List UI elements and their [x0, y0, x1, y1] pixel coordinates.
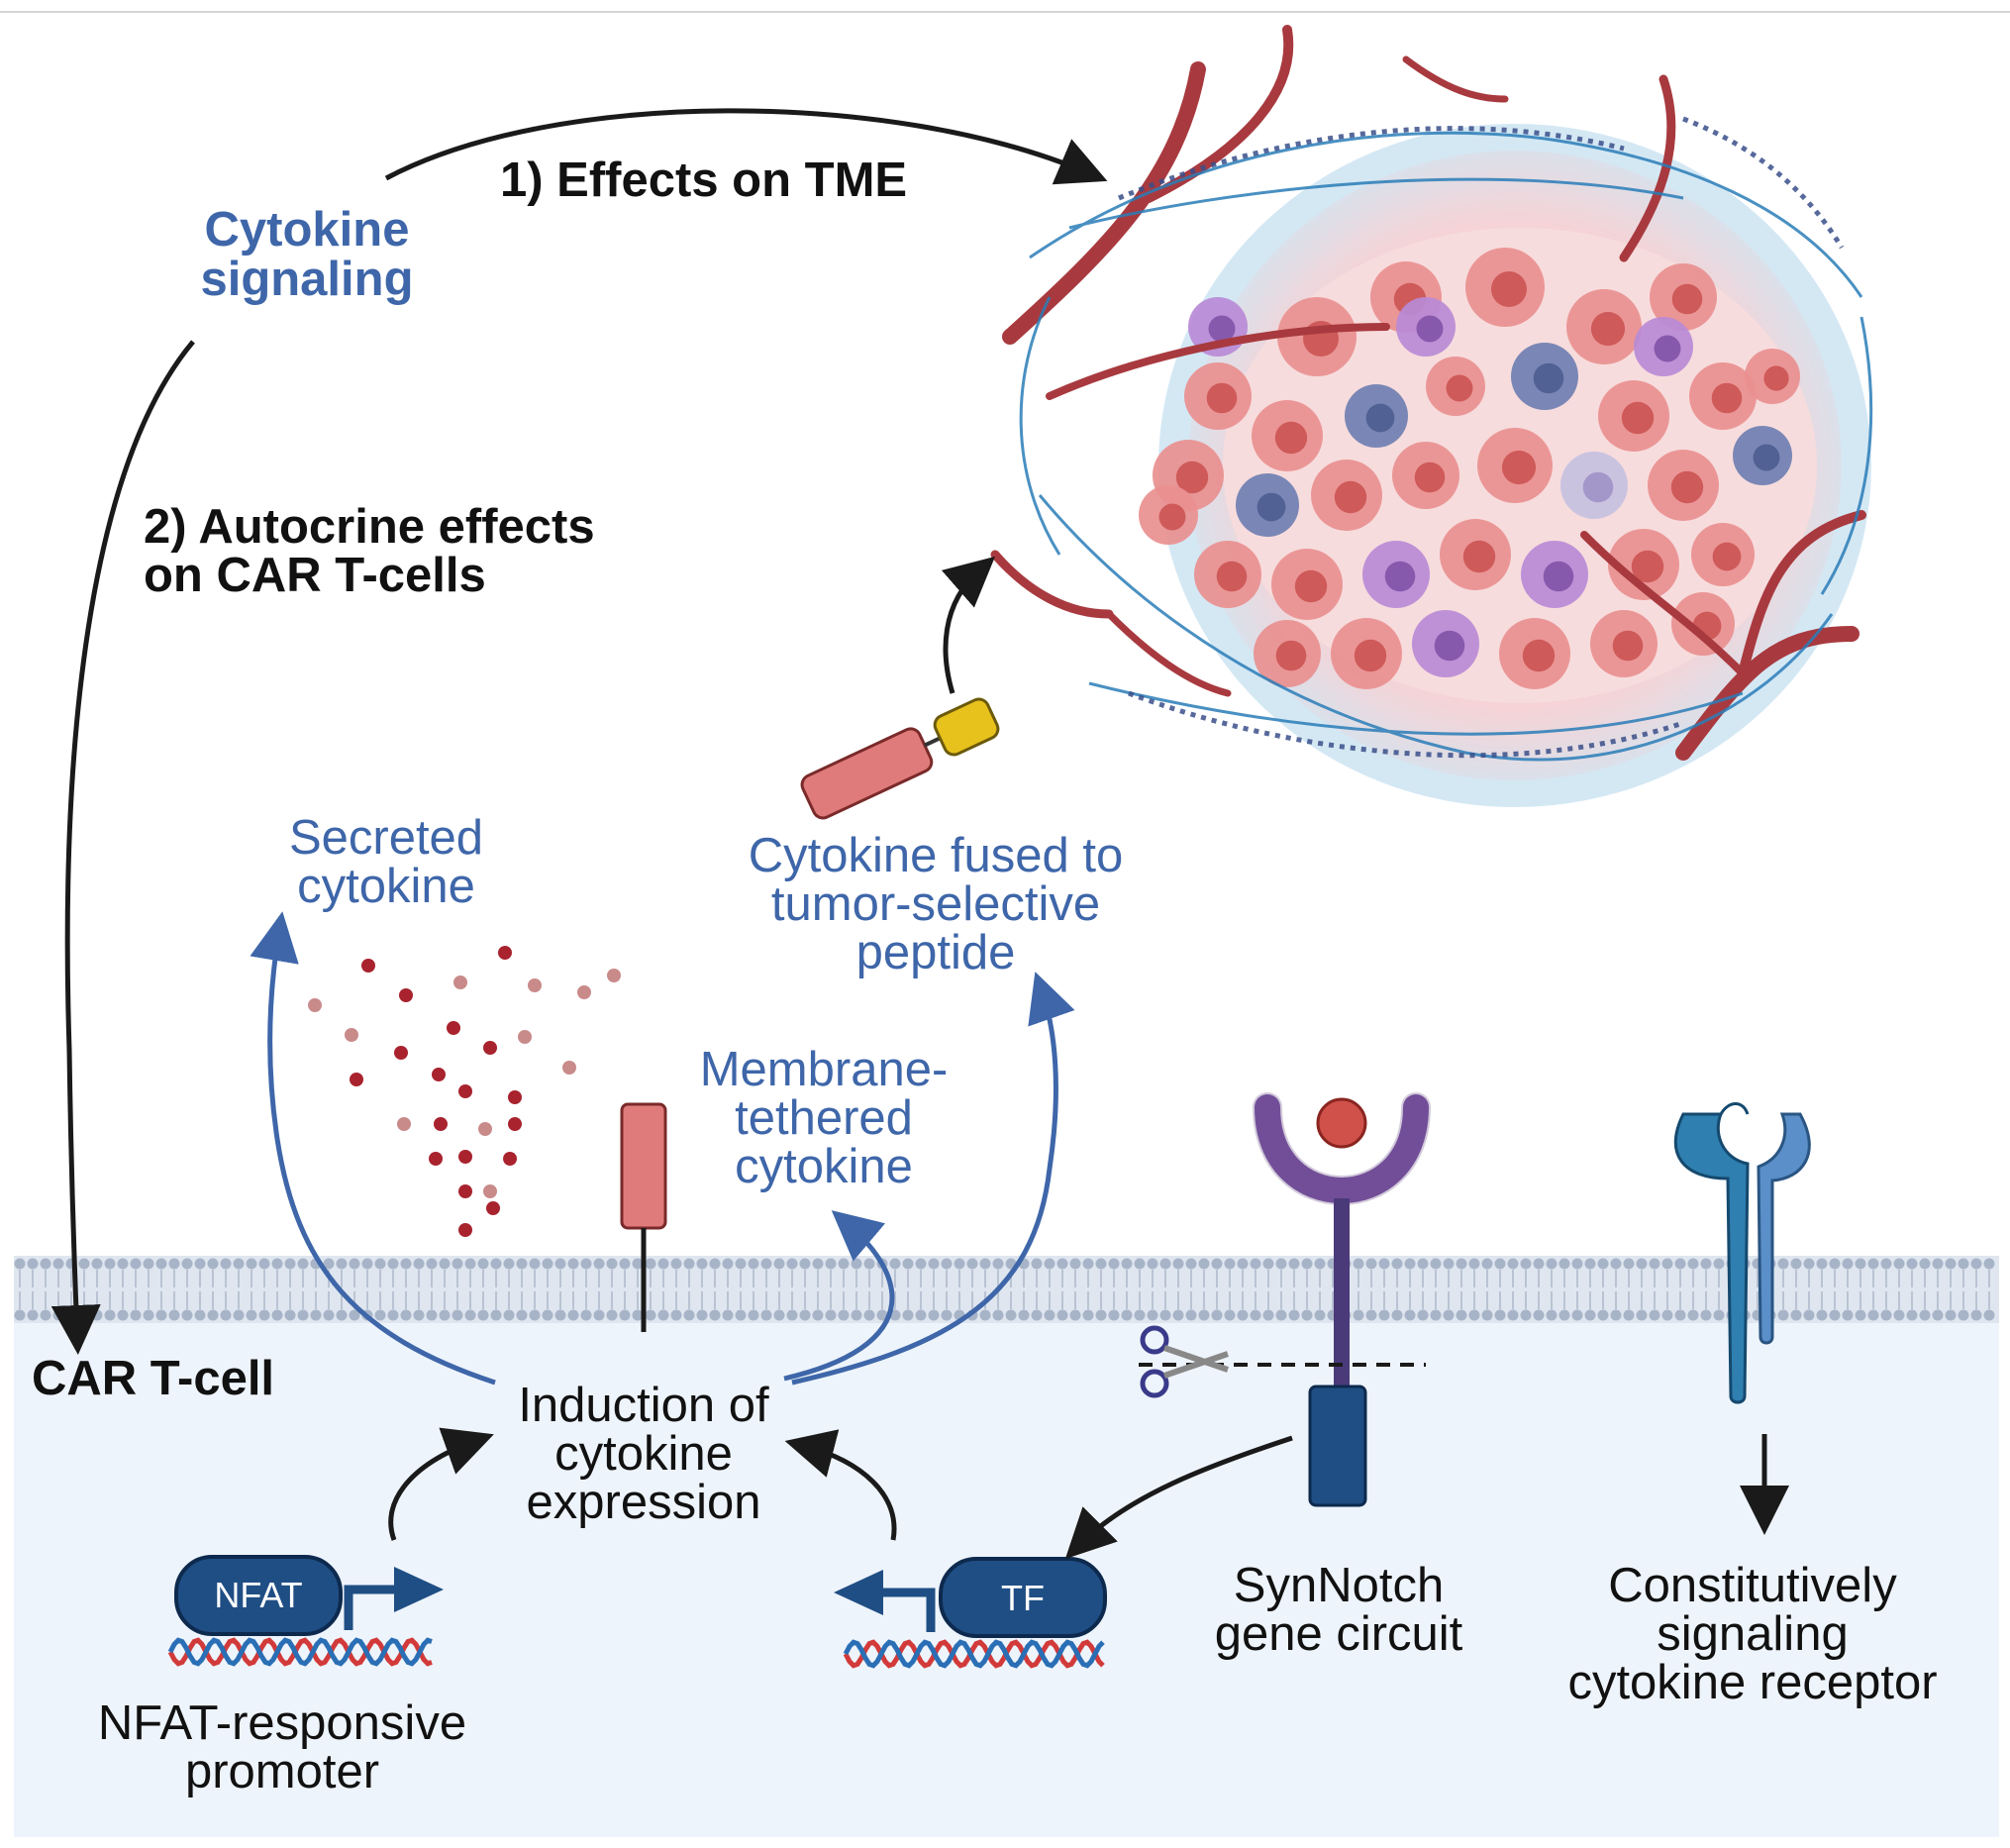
fused-line2: tumor-selective — [771, 877, 1100, 931]
nfat-promoter-line2: promoter — [185, 1745, 379, 1798]
nfat-box-label: NFAT — [214, 1575, 302, 1615]
synnotch-line2: gene circuit — [1215, 1607, 1463, 1661]
secreted-line1: Secreted — [289, 811, 483, 865]
dna-helix-icon-nfat — [167, 1637, 433, 1667]
induction-line2: cytokine — [554, 1427, 733, 1481]
autocrine-line1: 2) Autocrine effects — [144, 500, 595, 554]
cell-membrane — [14, 1256, 1999, 1323]
arrow-to-secreted — [250, 911, 496, 1386]
arrow-autocrine — [50, 340, 195, 1355]
tumor-icon — [990, 25, 1873, 807]
receptor-line1: Constitutively — [1608, 1559, 1897, 1612]
arrow-to-fused — [791, 972, 1075, 1386]
induction-line1: Induction of — [518, 1379, 769, 1432]
arrow-effects-tme — [384, 108, 1108, 185]
induction-line3: expression — [527, 1476, 761, 1529]
tf-box-label: TF — [1001, 1578, 1045, 1618]
tf-promoter-icon — [834, 1557, 1107, 1669]
dna-helix-icon-tf — [843, 1639, 1105, 1669]
nfat-promoter-line1: NFAT-responsive — [98, 1696, 466, 1750]
membrane-line1: Membrane- — [700, 1043, 949, 1096]
fused-cytokine-icon — [800, 556, 1000, 820]
membrane-tethered-cytokine-icon — [620, 1102, 667, 1332]
membrane-line2: tethered — [735, 1091, 913, 1145]
secreted-line2: cytokine — [297, 860, 475, 913]
effects-tme-label: 1) Effects on TME — [500, 154, 907, 207]
membrane-line3: cytokine — [735, 1140, 913, 1193]
cytokine-signaling-line2: signaling — [200, 253, 413, 306]
arrow-to-membrane — [783, 1210, 895, 1382]
nfat-promoter-icon — [167, 1555, 444, 1667]
car-tcell-label: CAR T-cell — [32, 1352, 274, 1405]
arrow-nfat-induction — [388, 1427, 494, 1541]
cytokine-receptor-icon — [1673, 1102, 1811, 1535]
fused-line1: Cytokine fused to — [749, 829, 1124, 882]
autocrine-line2: on CAR T-cells — [144, 549, 486, 602]
arrow-synnotch-tf — [1064, 1435, 1293, 1560]
synnotch-line1: SynNotch — [1234, 1559, 1444, 1612]
arrow-tf-induction — [784, 1429, 897, 1541]
scissors-icon — [1140, 1325, 1229, 1398]
cytokine-signaling-line1: Cytokine — [205, 203, 410, 257]
receptor-line2: signaling — [1657, 1607, 1848, 1661]
synnotch-receptor-icon — [1139, 1092, 1431, 1507]
fused-line3: peptide — [856, 926, 1016, 979]
cell-interior — [14, 1258, 1999, 1837]
secreted-cytokine-particles — [308, 946, 621, 1237]
receptor-line3: cytokine receptor — [1567, 1656, 1937, 1709]
